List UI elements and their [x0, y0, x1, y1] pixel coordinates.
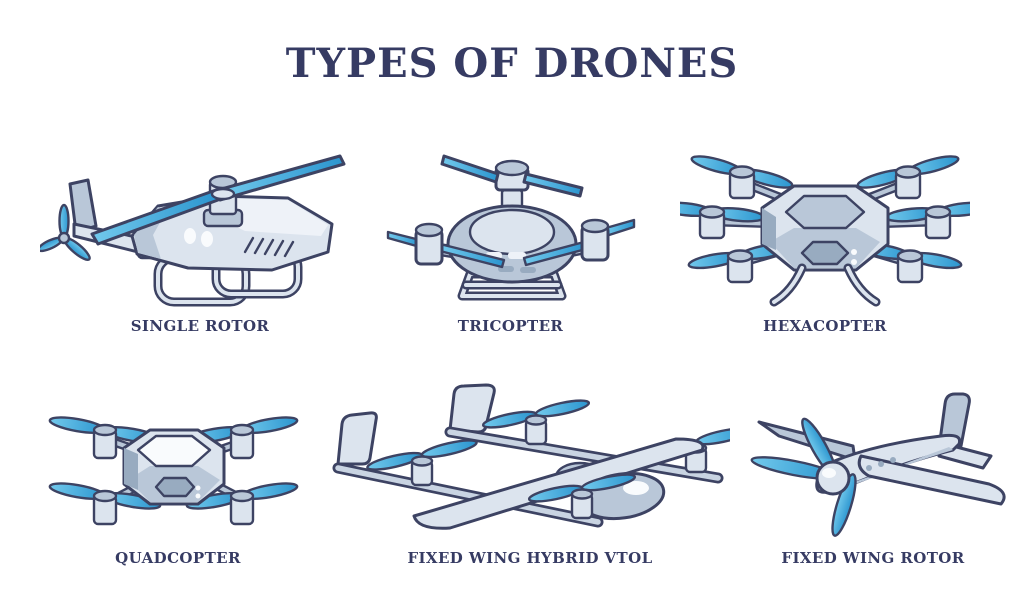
quadcopter-figure: QUADCOPTER: [28, 390, 328, 567]
tricopter-label: TRICOPTER: [457, 317, 564, 335]
tricopter-figure: TRICOPTER: [383, 140, 638, 335]
single-rotor-label: SINGLE ROTOR: [130, 317, 270, 335]
quadcopter-drone-icon: [48, 416, 299, 526]
fixed-wing-rotor-drone-icon: [750, 392, 1006, 537]
hexacopter-label: HEXACOPTER: [763, 317, 887, 335]
fixed-wing-hybrid-vtol-figure: FIXED WING HYBRID VTOL: [330, 380, 730, 567]
single-rotor-drone-icon: [40, 154, 346, 307]
single-rotor-figure: SINGLE ROTOR: [40, 128, 360, 335]
fixed-wing-rotor-label: FIXED WING ROTOR: [781, 549, 965, 567]
hexacopter-figure: HEXACOPTER: [680, 133, 970, 335]
fixed-wing-rotor-figure: FIXED WING ROTOR: [723, 382, 1023, 567]
quadcopter-label: QUADCOPTER: [115, 549, 241, 567]
tricopter-drone-icon: [386, 154, 635, 301]
hexacopter-drone-icon: [680, 155, 970, 307]
page-title: TYPES OF DRONES: [285, 40, 739, 87]
fixed-wing-hybrid-vtol-label: FIXED WING HYBRID VTOL: [407, 549, 653, 567]
fixed-wing-hybrid-vtol-drone-icon: [332, 383, 730, 530]
